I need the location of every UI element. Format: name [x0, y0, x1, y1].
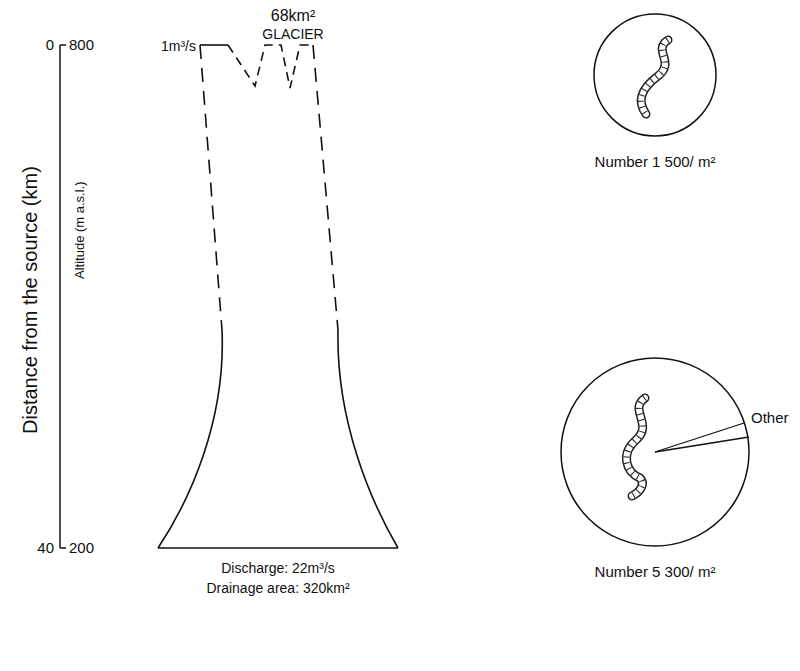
text-label: Other: [751, 409, 789, 426]
text-label: GLACIER: [262, 26, 323, 42]
count-label: Number 1 500/ m²: [595, 153, 716, 170]
text-label: 68km²: [271, 7, 315, 25]
sample-circle: Number 5 300/ m²: [560, 357, 750, 547]
text-label: Discharge: 22m³/s: [221, 560, 335, 576]
circle-outline: [560, 357, 750, 547]
circle-outline: [561, 358, 749, 546]
text-label: 0: [46, 36, 54, 53]
river-outline: [158, 45, 398, 548]
text-label: 40: [37, 539, 54, 556]
count-label: Number 5 300/ m²: [595, 563, 716, 580]
text-label: 1m³/s: [161, 38, 196, 54]
text-label: Drainage area: 320km²: [206, 580, 349, 596]
axis-title: Distance from the source (km): [19, 166, 42, 434]
pie-slice: [655, 423, 749, 452]
worm-illustration: [626, 40, 668, 496]
text-label: 800: [69, 36, 94, 53]
axis-title: Altitude (m a.s.l.): [73, 181, 88, 279]
axis: [60, 45, 66, 548]
circle-outline: [593, 13, 717, 137]
text-label: 200: [69, 539, 94, 556]
sample-circle: Number 1 500/ m²: [593, 13, 717, 137]
circle-outline: [594, 14, 716, 136]
